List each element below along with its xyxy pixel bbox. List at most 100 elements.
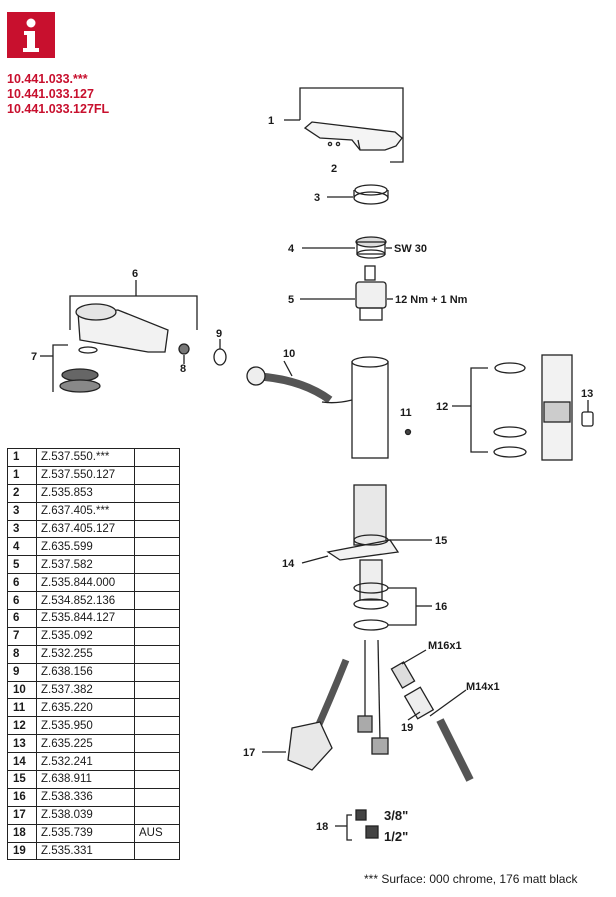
part-note-cell [134,465,180,485]
part-number-cell: Z.637.405.*** [36,501,135,521]
part-number-cell: Z.532.241 [36,752,135,772]
part-number-cell: Z.537.550.127 [36,465,135,485]
footnote: *** Surface: 000 chrome, 176 matt black [364,872,578,886]
part-pos-cell: 3 [7,519,37,539]
part-pos-cell: 9 [7,662,37,682]
part-number-cell: Z.535.739 [36,823,135,843]
part-note-cell [134,805,180,825]
callout: 16 [435,601,447,613]
annotation-m14: M14x1 [466,681,500,693]
part-number-cell: Z.535.092 [36,626,135,646]
part-pos-cell: 6 [7,573,37,593]
callout: 19 [401,722,413,734]
callout: 17 [243,747,255,759]
part-number-cell: Z.637.405.127 [36,519,135,539]
part-number-cell: Z.535.331 [36,841,135,861]
part-note-cell [134,841,180,861]
part-pos-cell: 11 [7,698,37,718]
callout: 2 [331,163,337,175]
part-note-cell [134,626,180,646]
part-number-cell: Z.635.225 [36,734,135,754]
part-note-cell [134,573,180,593]
model-numbers: 10.441.033.*** 10.441.033.127 10.441.033… [7,72,109,117]
callout: 15 [435,535,447,547]
part-number-cell: Z.535.950 [36,716,135,736]
part-pos-cell: 12 [7,716,37,736]
callout: 10 [283,348,295,360]
part-pos-cell: 1 [7,465,37,485]
part-note-cell [134,537,180,557]
part-number-cell: Z.535.844.127 [36,609,135,628]
callout: 1 [268,115,274,127]
part-number-cell: Z.638.156 [36,662,135,682]
part-number-cell: Z.638.911 [36,770,135,789]
callout: 9 [216,328,222,340]
callout: 12 [436,401,448,413]
part-pos-cell: 7 [7,626,37,646]
part-note-cell [134,716,180,736]
annotation-m16: M16x1 [428,640,462,652]
part-note-cell [134,448,180,467]
part-note-cell [134,752,180,772]
callout: 13 [581,388,593,400]
part-pos-cell: 14 [7,752,37,772]
part-pos-cell: 5 [7,555,37,575]
part-number-cell: Z.537.582 [36,555,135,575]
callout: 4 [288,243,295,255]
part-number-cell: Z.537.382 [36,680,135,700]
part-pos-cell: 8 [7,644,37,664]
model-number: 10.441.033.*** [7,72,88,86]
part-number-cell: Z.532.255 [36,644,135,664]
part-pos-cell: 16 [7,787,37,807]
model-number: 10.441.033.127FL [7,102,110,116]
part-pos-cell: 19 [7,841,37,861]
part-number-cell: Z.635.599 [36,537,135,557]
callout: 18 [316,821,328,833]
part-pos-cell: 2 [7,483,37,503]
part-pos-cell: 10 [7,680,37,700]
part-pos-cell: 1 [7,448,37,467]
annotation-thread-1-2: 1/2" [384,829,408,844]
part-note-cell [134,662,180,682]
part-number-cell: Z.535.844.000 [36,573,135,593]
part-pos-cell: 3 [7,501,37,521]
part-note-cell [134,698,180,718]
model-number: 10.441.033.127 [7,87,94,101]
annotation-sw: SW 30 [394,243,427,255]
part-note-cell [134,734,180,754]
callout: 6 [132,268,138,280]
part-pos-cell: 15 [7,770,37,789]
part-pos-cell: 18 [7,823,37,843]
annotation-torque: 12 Nm + 1 Nm [395,294,468,306]
part-number-cell: Z.537.550.*** [36,448,135,467]
callout: 5 [288,294,294,306]
callout: 11 [400,407,412,419]
callout: 7 [31,351,37,363]
part-number-cell: Z.538.039 [36,805,135,825]
part-note-cell [134,644,180,664]
info-icon [7,12,55,58]
part-pos-cell: 4 [7,537,37,557]
part-number-cell: Z.635.220 [36,698,135,718]
part-note-cell [134,555,180,575]
part-pos-cell: 6 [7,609,37,628]
